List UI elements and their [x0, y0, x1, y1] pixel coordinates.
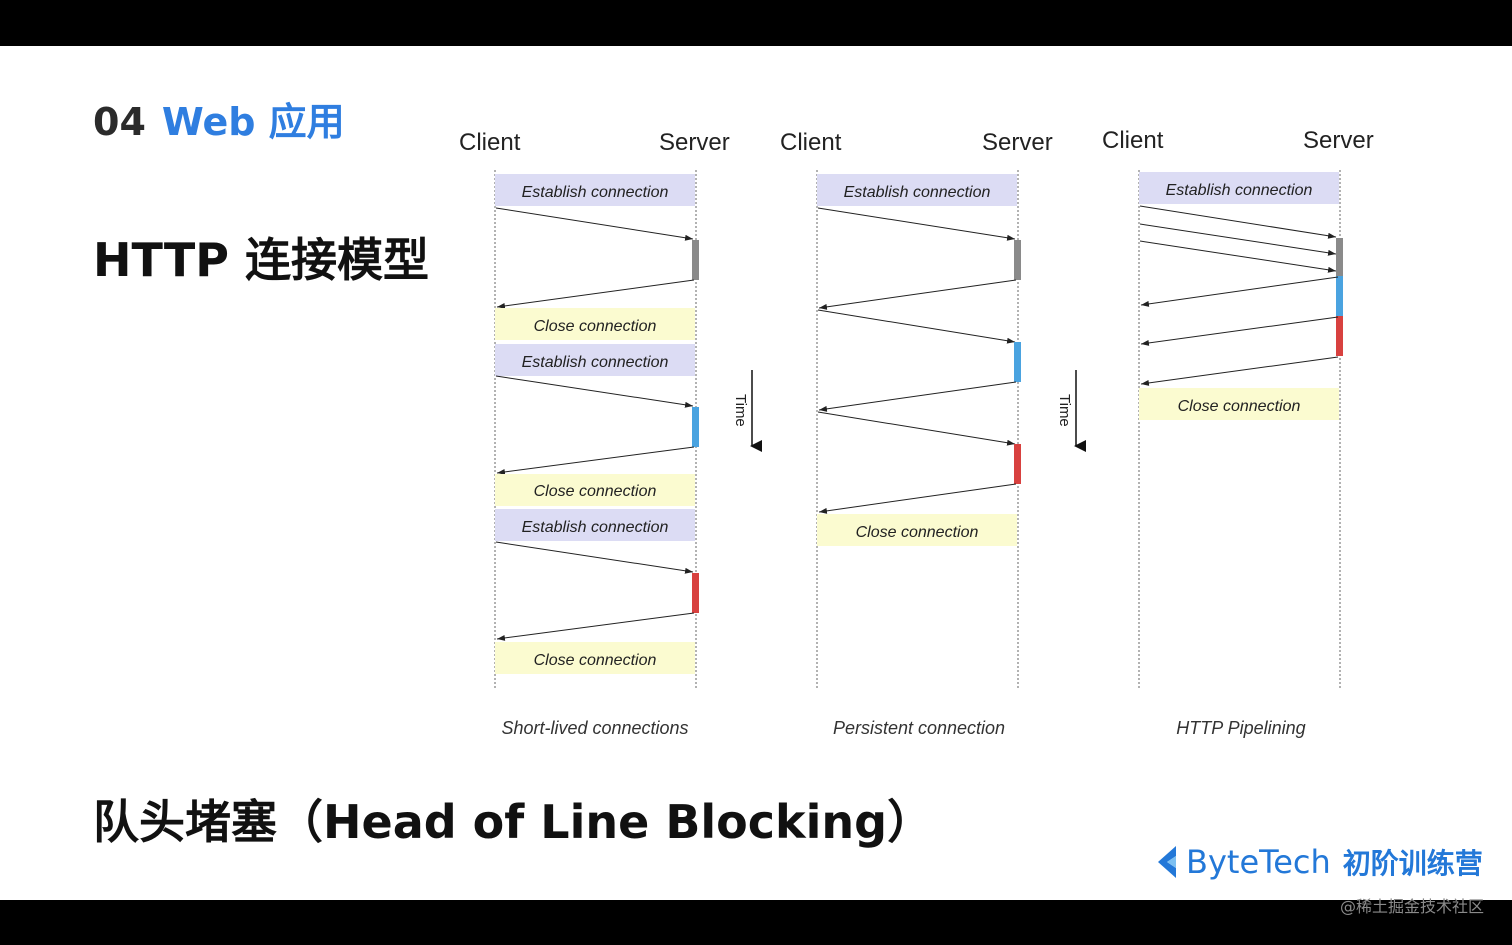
close-connection-box	[495, 642, 695, 674]
establish-connection-box	[817, 174, 1017, 206]
panel-caption: HTTP Pipelining	[1176, 718, 1305, 738]
response-arrow	[1140, 356, 1339, 386]
server-processing-block-gray	[692, 240, 699, 280]
section-name: Web 应用	[161, 100, 345, 144]
server-label: Server	[659, 129, 730, 156]
section-number: 04	[93, 100, 146, 144]
establish-connection-label: Establish connection	[522, 519, 669, 536]
page-title: HTTP 连接模型	[93, 233, 430, 287]
response-arrow	[496, 612, 695, 641]
server-processing-block-gray	[1336, 238, 1343, 276]
close-connection-box	[495, 308, 695, 340]
connection-model-diagram: Client Server Establish connection Close…	[459, 127, 1374, 738]
establish-connection-box	[495, 174, 695, 206]
request-arrow	[817, 207, 1016, 241]
establish-connection-box	[495, 509, 695, 541]
close-connection-label: Close connection	[1178, 398, 1301, 415]
client-label: Client	[1102, 127, 1164, 154]
close-connection-box	[495, 474, 695, 506]
brand-suffix: 初阶训练营	[1342, 847, 1483, 880]
close-connection-label: Close connection	[534, 483, 657, 500]
time-label: Time	[732, 394, 749, 427]
close-connection-label: Close connection	[534, 318, 657, 335]
server-label: Server	[1303, 127, 1374, 154]
panel-persistent: Client Server Establish connection Close…	[780, 129, 1053, 738]
server-processing-block-blue	[1336, 276, 1343, 316]
response-arrow	[496, 279, 695, 309]
establish-connection-label: Establish connection	[522, 354, 669, 371]
brand: ByteTech 初阶训练营	[1154, 842, 1483, 882]
panel-short-lived: Client Server Establish connection Close…	[459, 129, 730, 738]
server-processing-block-gray	[1014, 240, 1021, 280]
server-processing-block-blue	[1014, 342, 1021, 382]
panel-caption: Short-lived connections	[501, 718, 688, 738]
close-connection-box	[817, 514, 1017, 546]
response-arrow	[1140, 316, 1339, 346]
response-arrow	[496, 446, 695, 475]
response-arrow	[1140, 276, 1339, 307]
close-connection-box	[1139, 388, 1339, 420]
establish-connection-label: Establish connection	[522, 184, 669, 201]
establish-connection-label: Establish connection	[844, 184, 991, 201]
response-arrow	[818, 483, 1017, 514]
request-arrow	[817, 411, 1016, 446]
server-label: Server	[982, 129, 1053, 156]
brand-name: ByteTech	[1186, 843, 1331, 881]
slide: 04 Web 应用 HTTP 连接模型 Client Server Establi…	[0, 46, 1512, 900]
establish-connection-box	[495, 344, 695, 376]
request-arrow	[495, 541, 694, 574]
request-arrow	[1139, 223, 1337, 256]
response-arrow	[818, 381, 1017, 412]
server-processing-block-blue	[692, 407, 699, 447]
watermark: @稀土掘金技术社区	[1339, 897, 1484, 916]
bytetech-logo-icon	[1158, 846, 1176, 878]
establish-connection-label: Establish connection	[1166, 182, 1313, 199]
panel-pipelining: Client Server Establish connection Close…	[1102, 127, 1374, 738]
section-label: 04 Web 应用	[93, 100, 345, 144]
close-connection-label: Close connection	[856, 524, 979, 541]
request-arrow	[495, 207, 694, 241]
time-arrow: Time	[732, 370, 762, 452]
response-arrow	[818, 279, 1017, 310]
time-label: Time	[1056, 394, 1073, 427]
request-arrow	[1139, 205, 1337, 239]
establish-connection-box	[1139, 172, 1339, 204]
close-connection-label: Close connection	[534, 652, 657, 669]
request-arrow	[1139, 240, 1337, 273]
client-label: Client	[459, 129, 521, 156]
hol-blocking-title: 队头堵塞（Head of Line Blocking）	[93, 795, 934, 849]
server-processing-block-red	[1014, 444, 1021, 484]
request-arrow	[817, 309, 1016, 344]
request-arrow	[495, 375, 694, 408]
server-processing-block-red	[692, 573, 699, 613]
panel-caption: Persistent connection	[833, 718, 1005, 738]
client-label: Client	[780, 129, 842, 156]
time-arrow: Time	[1056, 370, 1086, 452]
server-processing-block-red	[1336, 316, 1343, 356]
